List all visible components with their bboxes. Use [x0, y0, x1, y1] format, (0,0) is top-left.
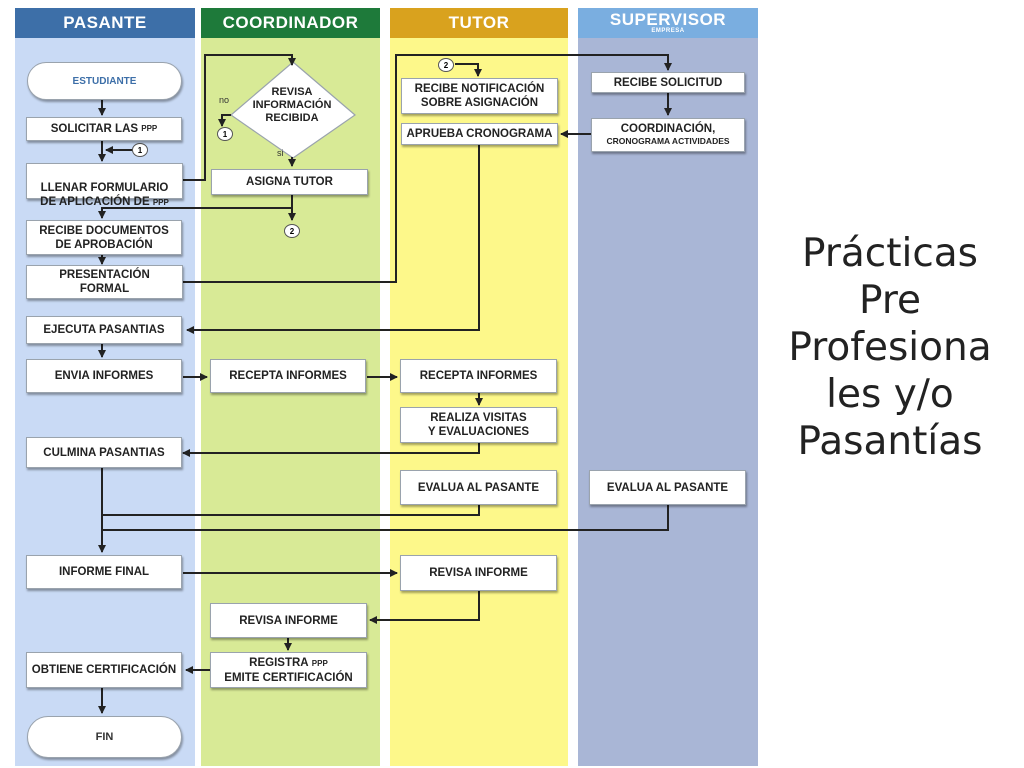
connector-1-coord: 1	[217, 127, 233, 141]
lane-pasante-header: PASANTE	[15, 8, 195, 38]
cronograma-label: CRONOGRAMA ACTIVIDADES	[606, 136, 730, 146]
lane-coordinador-header: COORDINADOR	[201, 8, 380, 38]
lane-supervisor-sublabel: EMPRESA	[651, 28, 685, 34]
llenar-box: LLENAR FORMULARIO DE APLICACIÓN DE PPP	[26, 163, 183, 208]
revisa-informe-tutor-box: REVISA INFORME	[400, 555, 557, 591]
evalua-super-box: EVALUA AL PASANTE	[589, 470, 746, 505]
arrow-coord-recibe-docs	[98, 207, 292, 219]
arrow-aprueba-ejecuta	[186, 145, 480, 334]
informe-final-box: INFORME FINAL	[26, 555, 182, 589]
ejecuta-box: EJECUTA PASANTIAS	[26, 316, 182, 344]
slide-title: Prácticas Pre Profesiona les y/o Pasantí…	[788, 231, 992, 464]
registra-ppp: PPP	[311, 658, 328, 668]
registra-label: REGISTRA	[249, 656, 309, 669]
asigna-tutor-box: ASIGNA TUTOR	[211, 169, 368, 195]
envia-box: ENVIA INFORMES	[26, 359, 182, 393]
arrow-llenar-revisa	[183, 54, 296, 181]
recibe-solicitud-box: RECIBE SOLICITUD	[591, 72, 745, 93]
presentacion-box: PRESENTACIÓN FORMAL	[26, 265, 183, 299]
llenar-ppp: PPP	[152, 198, 169, 207]
evalua-tutor-box: EVALUA AL PASANTE	[400, 470, 557, 505]
revisa-informe-coord-box: REVISA INFORME	[210, 603, 367, 638]
recepta-tutor-box: RECEPTA INFORMES	[400, 359, 557, 393]
solicitar-label: SOLICITAR LAS	[50, 123, 139, 135]
llenar-label: LLENAR FORMULARIO DE APLICACIÓN DE	[40, 182, 169, 208]
arrow-revisa-tutor-coord	[369, 591, 480, 624]
recibe-docs-box: RECIBE DOCUMENTOS DE APROBACIÓN	[26, 220, 182, 255]
aprueba-box: APRUEBA CRONOGRAMA	[401, 123, 558, 145]
lane-supervisor-label: SUPERVISOR	[609, 10, 727, 29]
revisa-informacion-text: REVISA INFORMACIÓN RECIBIDA	[252, 86, 332, 124]
fin-label: FIN	[95, 731, 114, 743]
arrow-revisa-no	[218, 114, 231, 127]
obtiene-box: OBTIENE CERTIFICACIÓN	[26, 652, 182, 688]
arrow-evalua-super-pasante	[102, 505, 669, 531]
culmina-box: CULMINA PASANTIAS	[26, 437, 182, 468]
arrow-presentacion-tutor-super	[183, 54, 672, 283]
solicitar-box: SOLICITAR LAS PPP	[26, 117, 182, 141]
lane-supervisor-header: SUPERVISOR EMPRESA	[578, 8, 758, 38]
emite-label: EMITE CERTIFICACIÓN	[224, 671, 353, 684]
visitas-box: REALIZA VISITAS Y EVALUACIONES	[400, 407, 557, 443]
lane-tutor-header: TUTOR	[390, 8, 568, 38]
arrow-evalua-tutor-pasante	[102, 505, 480, 516]
coordinacion-box: COORDINACIÓN, CRONOGRAMA ACTIVIDADES	[591, 118, 745, 152]
connector-2-tutor: 2	[438, 58, 454, 72]
estudiante-label: ESTUDIANTE	[72, 75, 137, 87]
recibe-notif-box: RECIBE NOTIFICACIÓN SOBRE ASIGNACIÓN	[401, 78, 558, 114]
connector-1-pasante: 1	[132, 143, 148, 157]
estudiante-start: ESTUDIANTE	[27, 62, 182, 100]
fin-end: FIN	[27, 716, 182, 758]
solicitar-ppp: PPP	[141, 124, 158, 133]
recepta-coord-box: RECEPTA INFORMES	[210, 359, 366, 393]
connector-2-coord: 2	[284, 224, 300, 238]
label-si: si	[277, 148, 284, 158]
coordinacion-label: COORDINACIÓN,	[620, 123, 716, 135]
arrow-visitas-culmina	[182, 443, 480, 457]
registra-box: REGISTRA PPP EMITE CERTIFICACIÓN	[210, 652, 367, 688]
arrow-c2-notif	[455, 63, 482, 77]
label-no: no	[219, 95, 230, 105]
